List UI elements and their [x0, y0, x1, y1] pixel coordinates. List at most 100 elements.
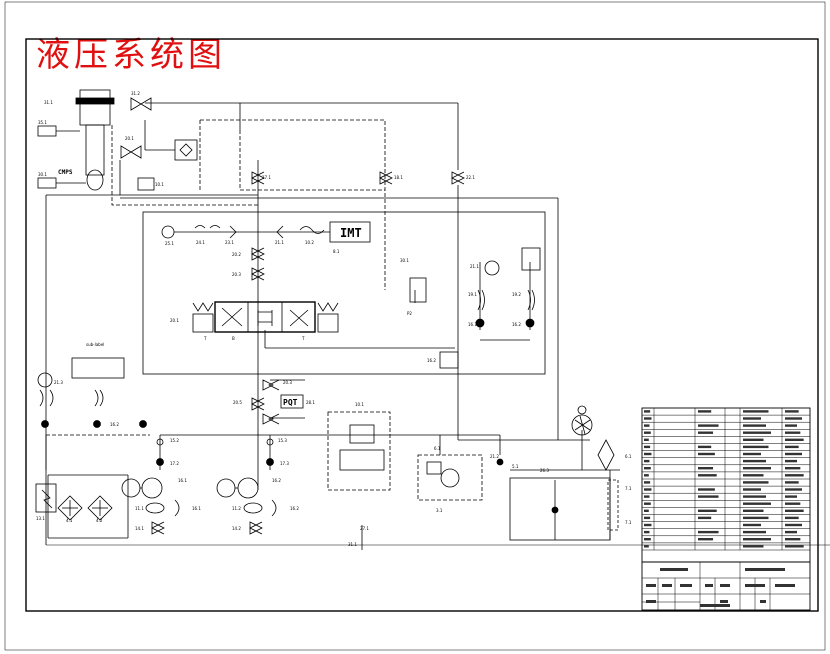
svg-text:26.3: 26.3	[540, 468, 549, 473]
parts-list-rows	[642, 414, 810, 551]
svg-text:8.1: 8.1	[333, 249, 340, 254]
title-block-text-mark	[720, 584, 730, 587]
title-block-text-mark	[720, 600, 728, 603]
parts-row-text-mark	[698, 431, 714, 434]
title-block-text-mark	[760, 600, 766, 603]
svg-text:20.3: 20.3	[283, 380, 292, 385]
parts-row-text-mark	[785, 538, 801, 541]
svg-text:15.3: 15.3	[278, 438, 287, 443]
parts-row-text-mark	[644, 509, 649, 512]
parts-row-text-mark	[698, 474, 717, 477]
parts-row-text-mark	[644, 545, 649, 548]
svg-text:20.5: 20.5	[233, 400, 242, 405]
parts-row-text-mark	[785, 488, 802, 491]
parts-row-text-mark	[698, 424, 719, 427]
svg-text:4.1: 4.1	[66, 518, 73, 523]
svg-text:20.1: 20.1	[125, 136, 134, 141]
svg-text:16.2: 16.2	[512, 322, 521, 327]
svg-text:15.2: 15.2	[170, 438, 179, 443]
svg-text:T: T	[203, 336, 207, 341]
parts-row-text-mark	[785, 481, 799, 484]
svg-text:10.1: 10.1	[355, 402, 364, 407]
parts-row-text-mark	[785, 459, 797, 463]
svg-text:10.2: 10.2	[305, 240, 314, 245]
parts-row-text-mark	[644, 488, 652, 491]
svg-text:19.1: 19.1	[468, 292, 477, 297]
drawing-frame	[25, 38, 819, 612]
title-block-text-mark	[646, 584, 656, 587]
svg-text:13.1: 13.1	[36, 516, 45, 521]
parts-row-text-mark	[698, 445, 712, 449]
parts-row-text-mark	[644, 516, 651, 520]
parts-row-text-mark	[743, 467, 771, 470]
parts-row-text-mark	[743, 410, 769, 413]
parts-row-text-mark	[785, 445, 799, 449]
parts-row-text-mark	[743, 452, 761, 456]
svg-text:30.1: 30.1	[400, 258, 409, 263]
svg-text:22.1: 22.1	[466, 175, 475, 180]
svg-text:25.1: 25.1	[165, 241, 174, 246]
svg-text:16.2: 16.2	[427, 358, 436, 363]
svg-text:4.2: 4.2	[96, 518, 103, 523]
parts-row-text-mark	[743, 431, 771, 434]
svg-text:11.2: 11.2	[232, 506, 241, 511]
parts-row-text-mark	[743, 516, 769, 520]
parts-row-text-mark	[743, 445, 769, 449]
svg-text:16.1: 16.1	[192, 506, 201, 511]
svg-text:31.1: 31.1	[44, 100, 53, 105]
svg-text:14.2: 14.2	[232, 526, 241, 531]
parts-row-text-mark	[644, 502, 651, 505]
parts-row-text-mark	[785, 424, 797, 427]
svg-text:6.1: 6.1	[434, 446, 441, 451]
parts-row-text-mark	[698, 495, 719, 498]
parts-row-text-mark	[743, 474, 764, 477]
title-block	[641, 407, 811, 611]
parts-row-text-mark	[743, 424, 766, 427]
svg-text:B: B	[232, 336, 235, 341]
svg-text:27.1: 27.1	[360, 526, 369, 531]
svg-text:6.1: 6.1	[625, 454, 632, 459]
parts-row-text-mark	[698, 530, 719, 534]
title-block-text-mark	[700, 604, 730, 607]
svg-text:18.1: 18.1	[394, 175, 403, 180]
parts-list-marks	[644, 410, 804, 607]
parts-row-text-mark	[743, 459, 766, 463]
parts-row-text-mark	[785, 530, 797, 534]
parts-row-text-mark	[743, 488, 761, 491]
parts-row-text-mark	[743, 530, 766, 534]
parts-row-text-mark	[743, 545, 764, 548]
pipe-network	[45, 102, 830, 550]
parts-row-text-mark	[743, 523, 761, 527]
svg-text:16.2: 16.2	[290, 506, 299, 511]
svg-text:P2: P2	[407, 311, 412, 316]
title-block-text-mark	[662, 584, 672, 587]
parts-row-text-mark	[743, 481, 769, 484]
cmps-label: CMPS	[58, 169, 73, 176]
title-block-text-mark	[705, 584, 713, 587]
parts-row-text-mark	[743, 417, 761, 420]
parts-row-text-mark	[698, 509, 717, 512]
components	[35, 89, 619, 541]
parts-row-text-mark	[644, 452, 652, 456]
parts-row-text-mark	[698, 410, 712, 413]
parts-row-text-mark	[644, 431, 651, 434]
parts-row-text-mark	[698, 467, 714, 470]
parts-row-text-mark	[644, 538, 651, 541]
parts-row-text-mark	[785, 509, 804, 512]
svg-text:21.1: 21.1	[470, 264, 479, 269]
parts-row-text-mark	[644, 410, 651, 413]
parts-row-text-mark	[644, 417, 652, 420]
svg-text:7.1: 7.1	[625, 520, 632, 525]
parts-row-text-mark	[785, 467, 801, 470]
outer-border	[4, 1, 826, 651]
svg-text:11.1: 11.1	[135, 506, 144, 511]
parts-row-text-mark	[644, 481, 651, 484]
svg-text:24.1: 24.1	[196, 240, 205, 245]
svg-text:3.1: 3.1	[436, 508, 443, 513]
svg-text:23.1: 23.1	[225, 240, 234, 245]
parts-row-text-mark	[785, 495, 797, 498]
parts-row-text-mark	[644, 459, 650, 463]
parts-row-text-mark	[743, 495, 766, 498]
svg-text:17.3: 17.3	[280, 461, 289, 466]
